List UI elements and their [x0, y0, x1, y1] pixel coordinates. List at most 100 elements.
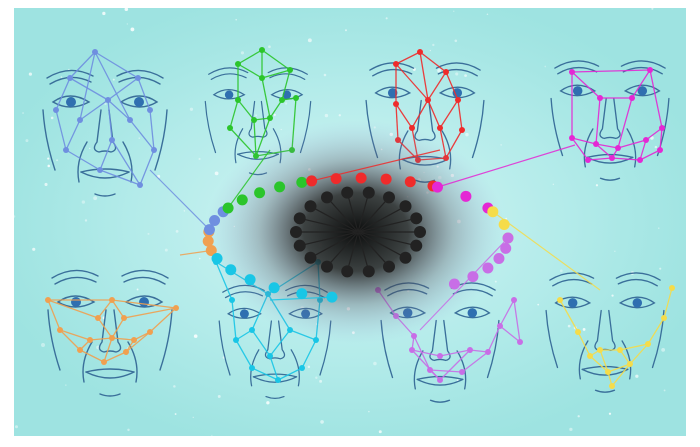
landmark-point	[299, 365, 305, 371]
ring-dot	[487, 206, 498, 217]
sparkle-dot	[102, 12, 105, 15]
sparkle-dot	[635, 375, 638, 378]
landmark-point	[173, 305, 179, 311]
sparkle-dot	[386, 17, 388, 19]
sparkle-dot	[315, 377, 317, 379]
sparkle-dot	[308, 366, 310, 368]
sparkle-dot	[48, 165, 51, 168]
sparkle-dot	[127, 23, 128, 24]
ring-dot	[356, 173, 367, 184]
sparkle-dot	[578, 415, 580, 417]
sparkle-dot	[215, 171, 219, 175]
sparkle-dot	[455, 39, 458, 42]
hub-node	[383, 261, 395, 273]
landmark-point	[259, 75, 265, 81]
landmark-point	[587, 353, 593, 359]
ring-dot	[209, 215, 220, 226]
right-iris	[468, 308, 478, 318]
ring-dot	[203, 236, 214, 247]
hub-node	[290, 226, 302, 238]
landmark-point	[92, 49, 98, 55]
landmark-point	[259, 47, 265, 53]
sparkle-dot	[611, 295, 613, 297]
sparkle-dot	[568, 325, 571, 328]
landmark-point	[437, 353, 443, 359]
hub-node	[321, 261, 333, 273]
hub-node	[305, 200, 317, 212]
landmark-point	[233, 337, 239, 343]
landmark-point	[627, 361, 633, 367]
ring-dot	[467, 271, 478, 282]
sparkle-dot	[130, 28, 134, 32]
hub-node	[294, 240, 306, 252]
ring-dot	[500, 243, 511, 254]
sparkle-dot	[198, 158, 200, 160]
sparkle-dot	[285, 102, 287, 104]
ring-dot	[432, 182, 443, 193]
sparkle-dot	[664, 389, 666, 391]
landmark-point	[229, 297, 235, 303]
ring-dot	[274, 181, 285, 192]
sparkle-dot	[13, 215, 15, 217]
sparkle-dot	[211, 435, 212, 436]
sparkle-dot	[274, 114, 276, 116]
ring-dot	[237, 194, 248, 205]
landmark-point	[57, 327, 63, 333]
landmark-point	[657, 147, 663, 153]
landmark-point	[485, 349, 491, 355]
landmark-point	[497, 323, 503, 329]
sparkle-dot	[324, 74, 327, 77]
landmark-point	[235, 61, 241, 67]
hub-node	[341, 265, 353, 277]
landmark-point	[63, 147, 69, 153]
landmark-point	[235, 97, 241, 103]
left-iris	[66, 97, 76, 107]
landmark-point	[109, 335, 115, 341]
ring-dot	[223, 203, 234, 214]
sparkle-dot	[658, 228, 659, 229]
sparkle-dot	[173, 385, 176, 388]
sparkle-dot	[15, 425, 18, 428]
landmark-point	[249, 327, 255, 333]
sparkle-dot	[544, 66, 546, 68]
landmark-point	[279, 97, 285, 103]
sparkle-dot	[268, 45, 271, 48]
sparkle-dot	[89, 148, 90, 149]
ring-dot	[503, 233, 514, 244]
sparkle-dot	[453, 11, 454, 12]
hub-node	[399, 252, 411, 264]
landmark-point	[455, 97, 461, 103]
landmark-point	[147, 107, 153, 113]
sparkle-dot	[464, 74, 467, 77]
landmark-point	[615, 145, 621, 151]
hub-node	[363, 187, 375, 199]
sparkle-dot	[47, 157, 49, 159]
landmark-point	[121, 315, 127, 321]
landmark-point	[293, 95, 299, 101]
sparkle-dot	[199, 258, 201, 260]
left-iris	[225, 90, 234, 99]
sparkle-dot	[241, 51, 244, 54]
landmark-point	[637, 157, 643, 163]
sparkle-dot	[432, 44, 434, 46]
ring-dot	[245, 274, 256, 285]
landmark-point	[275, 377, 281, 383]
sparkle-dot	[194, 334, 198, 338]
right-iris	[633, 298, 643, 308]
landmark-point	[427, 367, 433, 373]
sparkle-dot	[373, 362, 377, 366]
hub-node	[410, 212, 422, 224]
sparkle-dot	[583, 328, 586, 331]
landmark-point	[517, 339, 523, 345]
sparkle-dot	[553, 184, 554, 185]
sparkle-dot	[44, 183, 47, 186]
sparkle-dot	[82, 200, 85, 203]
sparkle-dot	[319, 380, 322, 383]
landmark-point	[617, 347, 623, 353]
landmark-point	[575, 329, 581, 335]
landmark-point	[467, 347, 473, 353]
landmark-point	[417, 49, 423, 55]
ring-dot	[326, 292, 337, 303]
landmark-point	[287, 67, 293, 73]
landmark-point	[95, 315, 101, 321]
